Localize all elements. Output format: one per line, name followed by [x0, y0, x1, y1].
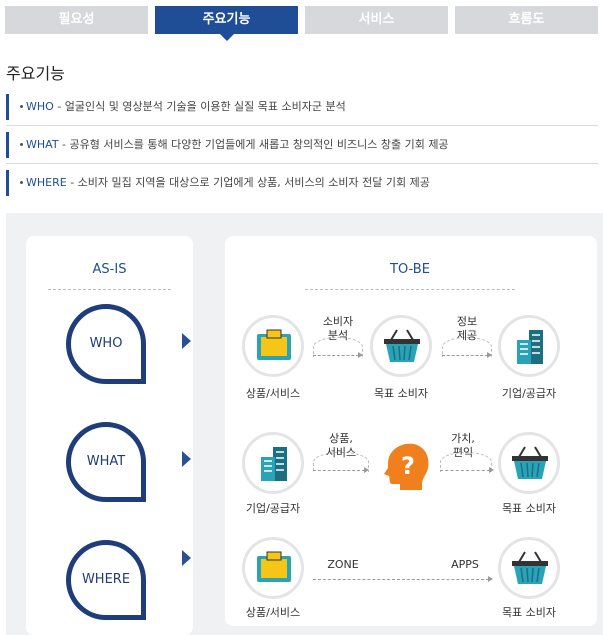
feature-text: - 얼굴인식 및 영상분석 기술을 이용한 실질 목표 소비자군 분석: [53, 100, 346, 113]
what-bubble: WHAT: [66, 422, 146, 502]
dashed-arrow: [313, 576, 493, 582]
list-item: WHAT - 공유형 서비스를 통해 다양한 기업들에게 새롭고 창의적인 비즈…: [6, 126, 598, 164]
bubble-label: WHERE: [81, 572, 131, 587]
chevron-right-icon: [182, 550, 191, 566]
bubble-label: WHAT: [86, 454, 126, 469]
shopping-basket-icon: [512, 551, 548, 584]
tobe-title: TO-BE: [390, 262, 430, 277]
who-bubble: WHO: [66, 304, 146, 384]
chevron-right-icon: [182, 333, 191, 349]
node-label: 목표 소비자: [373, 387, 429, 400]
asis-title: AS-IS: [92, 262, 127, 277]
node-label: 목표 소비자: [501, 502, 557, 515]
dashed-arrow: [440, 467, 494, 473]
dashed-arrow: [442, 352, 492, 358]
shopping-basket-icon: [512, 446, 548, 479]
building-icon: [261, 447, 287, 481]
shopping-basket-icon: [384, 329, 420, 362]
product-icon: [242, 537, 304, 599]
tab-bar: 필요성 주요기능 서비스 흐름도: [0, 6, 603, 41]
tab-main-features[interactable]: 주요기능: [155, 6, 298, 41]
question-head-icon: ?: [384, 443, 429, 490]
page-title: 주요기능: [6, 64, 65, 83]
company-icon: [242, 432, 304, 494]
bullet-icon: [20, 181, 23, 184]
tablet-icon: [257, 551, 291, 582]
tab-flowchart[interactable]: 흐름도: [455, 6, 598, 34]
bullet-icon: [20, 105, 23, 108]
arrow-label: 가치,편익: [451, 432, 475, 459]
bullet-icon: [20, 143, 23, 146]
divider: [305, 289, 515, 290]
arc-decoration: [313, 452, 369, 472]
arrow-label: APPS: [451, 558, 479, 571]
dashed-arrow: [313, 352, 363, 358]
tab-necessity[interactable]: 필요성: [5, 6, 148, 34]
arc-decoration: [313, 337, 363, 357]
list-item: WHERE - 소비자 밀집 지역을 대상으로 기업에게 상품, 서비스의 소비…: [6, 164, 598, 202]
feature-key: WHAT: [26, 138, 59, 151]
tablet-icon: [257, 329, 291, 360]
node-label: 상품/서비스: [245, 606, 301, 619]
arrow-label: 상품,서비스: [325, 432, 357, 459]
basket-icon: [498, 432, 560, 494]
product-icon: [242, 315, 304, 377]
arc-decoration: [440, 452, 492, 472]
list-item: WHO - 얼굴인식 및 영상분석 기술을 이용한 실질 목표 소비자군 분석: [6, 88, 598, 126]
chevron-right-icon: [182, 451, 191, 467]
feature-key: WHO: [26, 100, 54, 113]
building-icon: [517, 330, 543, 364]
feature-text: - 공유형 서비스를 통해 다양한 기업들에게 새롭고 창의적인 비즈니스 창출…: [58, 138, 449, 151]
divider: [48, 289, 171, 290]
svg-text:?: ?: [401, 452, 415, 480]
arrow-label: ZONE: [327, 558, 359, 571]
node-label: 기업/공급자: [501, 387, 557, 400]
node-label: 목표 소비자: [501, 606, 557, 619]
dashed-arrow: [313, 467, 369, 473]
feature-text: - 소비자 밀집 지역을 대상으로 기업에게 상품, 서비스의 소비자 전달 기…: [66, 176, 430, 189]
node-label: 상품/서비스: [245, 387, 301, 400]
tab-service[interactable]: 서비스: [305, 6, 448, 34]
bubble-label: WHO: [89, 336, 123, 351]
basket-icon: [498, 537, 560, 599]
basket-icon: [370, 315, 432, 377]
where-bubble: WHERE: [66, 540, 146, 620]
feature-key: WHERE: [26, 176, 67, 189]
arc-decoration: [442, 337, 492, 357]
company-icon: [498, 315, 560, 377]
node-label: 기업/공급자: [245, 502, 301, 515]
feature-list: WHO - 얼굴인식 및 영상분석 기술을 이용한 실질 목표 소비자군 분석 …: [6, 88, 598, 202]
